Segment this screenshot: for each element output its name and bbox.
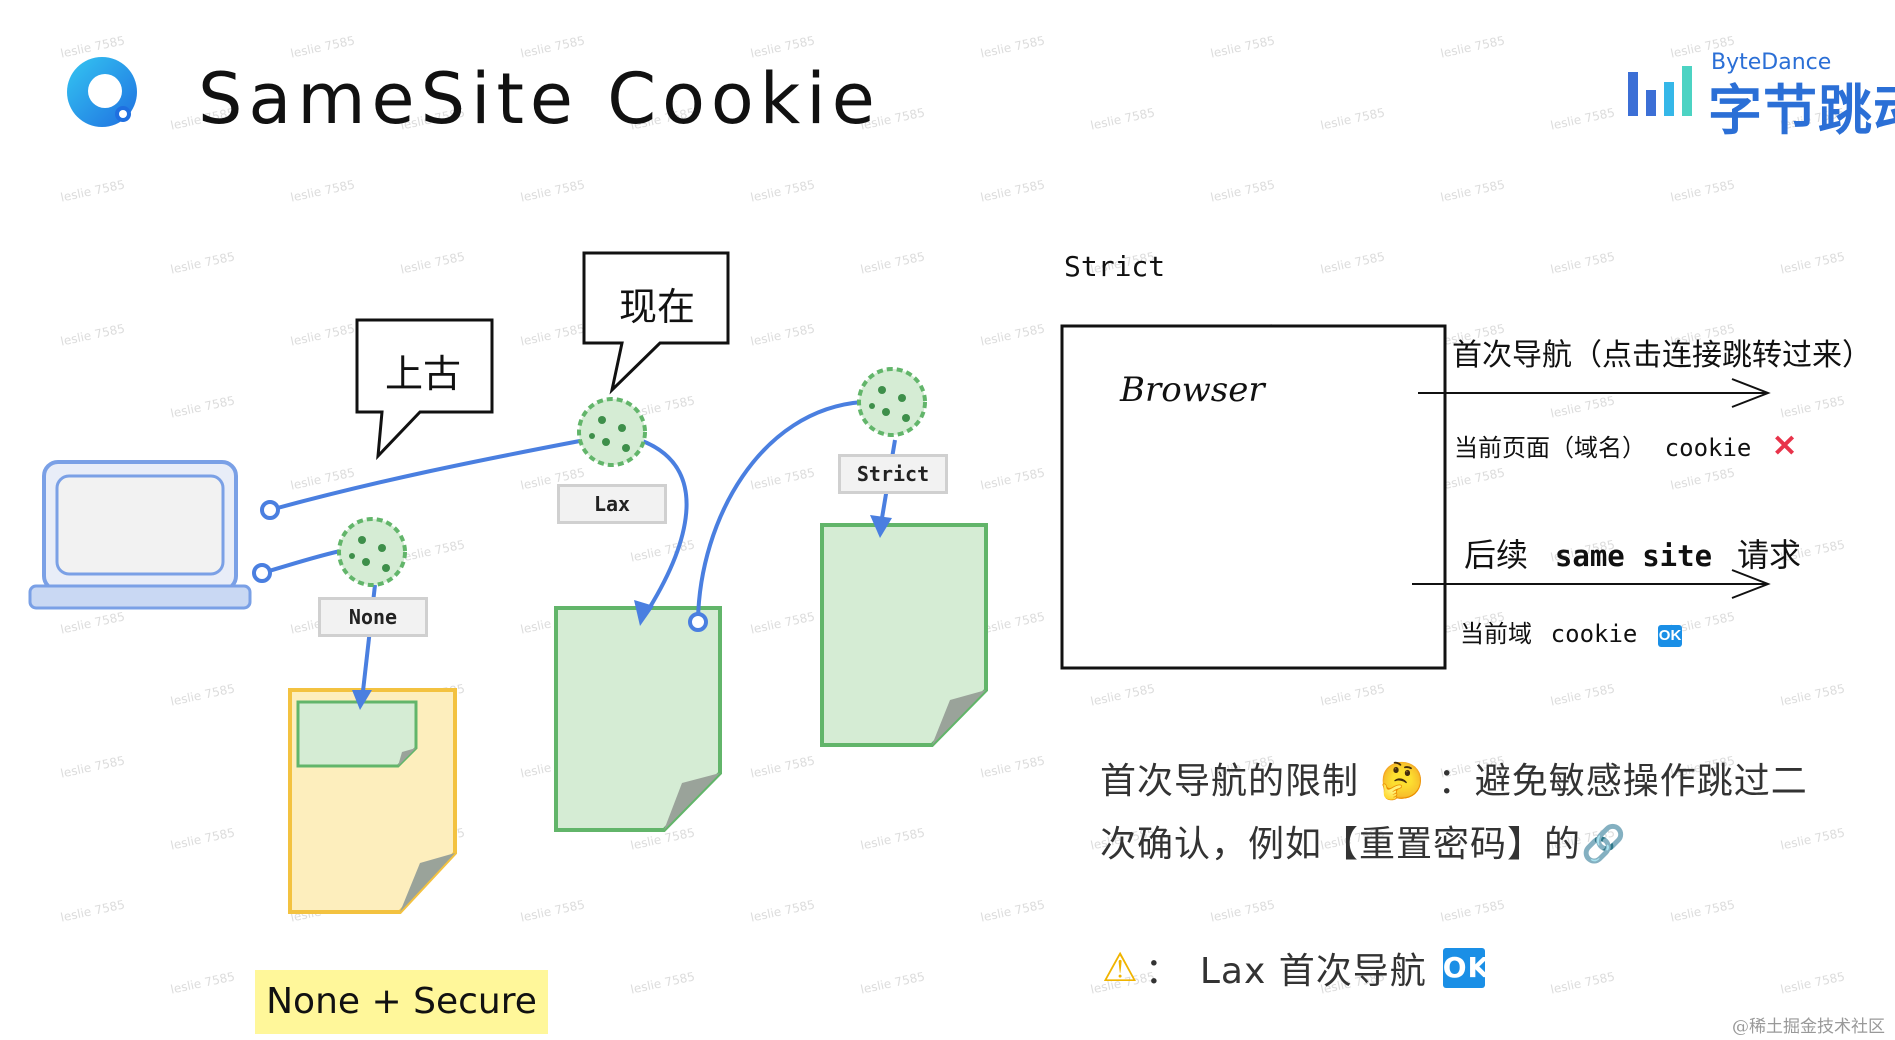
thinking-face-icon: 🤔 (1379, 761, 1426, 802)
speech-bubble-now (582, 251, 730, 395)
same-site-prefix: 后续 (1464, 537, 1529, 573)
note-line-2: 次确认，例如【重置密码】的🔗 (1100, 824, 1627, 865)
document-none-secure (288, 688, 457, 914)
doc-to-strict-arrow (696, 400, 863, 621)
note-line-1-b: ：避免敏感操作跳过二 (1437, 761, 1808, 802)
strict-flow-diagram (1060, 324, 1771, 670)
watermark-text: leslie 7585 (1209, 33, 1277, 61)
laptop-to-none-line (261, 548, 346, 575)
laptop-to-lax-line (269, 438, 586, 512)
watermark-text: leslie 7585 (1439, 177, 1507, 205)
watermark-text: leslie 7585 (1209, 177, 1277, 205)
watermark-text: leslie 7585 (1319, 105, 1387, 133)
watermark-text: leslie 7585 (1089, 681, 1157, 709)
watermark-text: leslie 7585 (1549, 969, 1617, 997)
ok-badge-large: OK (1442, 948, 1489, 988)
watermark-text: leslie 7585 (1669, 177, 1737, 205)
watermark-text: leslie 7585 (1439, 897, 1507, 925)
same-site-request-row: 后续 same site 请求 (1464, 530, 1801, 576)
speech-bubble-past (355, 318, 494, 461)
warning-icon: ⚠ (1102, 945, 1139, 991)
browser-box (1060, 324, 1447, 670)
brand-name-en: ByteDance (1711, 50, 1832, 75)
first-navigation-text: 首次导航（点击连接跳转过来） (1452, 339, 1872, 372)
label-lax: Lax (557, 484, 667, 524)
brand-name-cn: 字节跳动 (1708, 79, 1895, 142)
cross-icon: ✕ (1772, 430, 1798, 463)
watermark-text: leslie 7585 (1779, 681, 1847, 709)
document-lax (554, 606, 722, 832)
cookie-icon-strict (857, 367, 927, 437)
same-site-text: same site (1554, 539, 1713, 573)
cookie-word-2: cookie (1550, 620, 1638, 648)
cookie-icon-none (337, 517, 407, 587)
note-line-1: 首次导航的限制 🤔 ：避免敏感操作跳过二 (1100, 752, 1808, 804)
slide-title: SameSite Cookie (198, 58, 881, 140)
watermark-text: leslie 7585 (1549, 681, 1617, 709)
none-secure-label: None + Secure (255, 970, 548, 1034)
current-domain-cookie-row: 当前域 cookie OK (1460, 614, 1683, 649)
watermark-text: leslie 7585 (1779, 969, 1847, 997)
lax-to-doc-arrow (639, 438, 689, 617)
watermark-text: leslie 7585 (1669, 897, 1737, 925)
browser-label: Browser (1120, 370, 1265, 410)
warning-sep: ： (1144, 951, 1182, 992)
watermark-text: leslie 7585 (1549, 249, 1617, 277)
same-site-suffix: 请求 (1736, 537, 1801, 573)
current-page-prefix: 当前页面（域名） (1454, 435, 1646, 462)
warning-row: ⚠ ： Lax 首次导航 OK (1102, 942, 1489, 994)
label-strict: Strict (838, 454, 948, 494)
app-logo-icon (67, 57, 137, 127)
current-domain-prefix: 当前域 (1460, 621, 1532, 648)
bytedance-logo-icon (1628, 66, 1692, 116)
laptop-icon (28, 460, 252, 610)
watermark-text: leslie 7585 (1319, 681, 1387, 709)
strict-heading: Strict (1064, 250, 1166, 283)
cookie-word: cookie (1664, 434, 1752, 462)
warning-text: Lax 首次导航 (1199, 951, 1427, 992)
watermark-text: leslie 7585 (1439, 33, 1507, 61)
watermark-text: leslie 7585 (1779, 825, 1847, 853)
bubble-now-text: 现在 (619, 285, 696, 329)
label-none: None (318, 597, 428, 637)
current-page-cookie-row: 当前页面（域名） cookie ✕ (1454, 428, 1797, 464)
watermark-text: leslie 7585 (1209, 897, 1277, 925)
cookie-icon-lax (577, 397, 647, 467)
watermark-text: leslie 7585 (1089, 105, 1157, 133)
document-strict (820, 523, 988, 747)
ok-badge: OK (1658, 624, 1683, 647)
watermark-text: leslie 7585 (1779, 249, 1847, 277)
bubble-past-text: 上古 (385, 352, 462, 396)
watermark-text: leslie 7585 (1319, 249, 1387, 277)
footer-credit: @稀土掘金技术社区 (1732, 1017, 1885, 1037)
note-line-1-a: 首次导航的限制 (1100, 761, 1360, 802)
watermark-text: leslie 7585 (1549, 105, 1617, 133)
samesite-history-diagram (28, 251, 988, 914)
